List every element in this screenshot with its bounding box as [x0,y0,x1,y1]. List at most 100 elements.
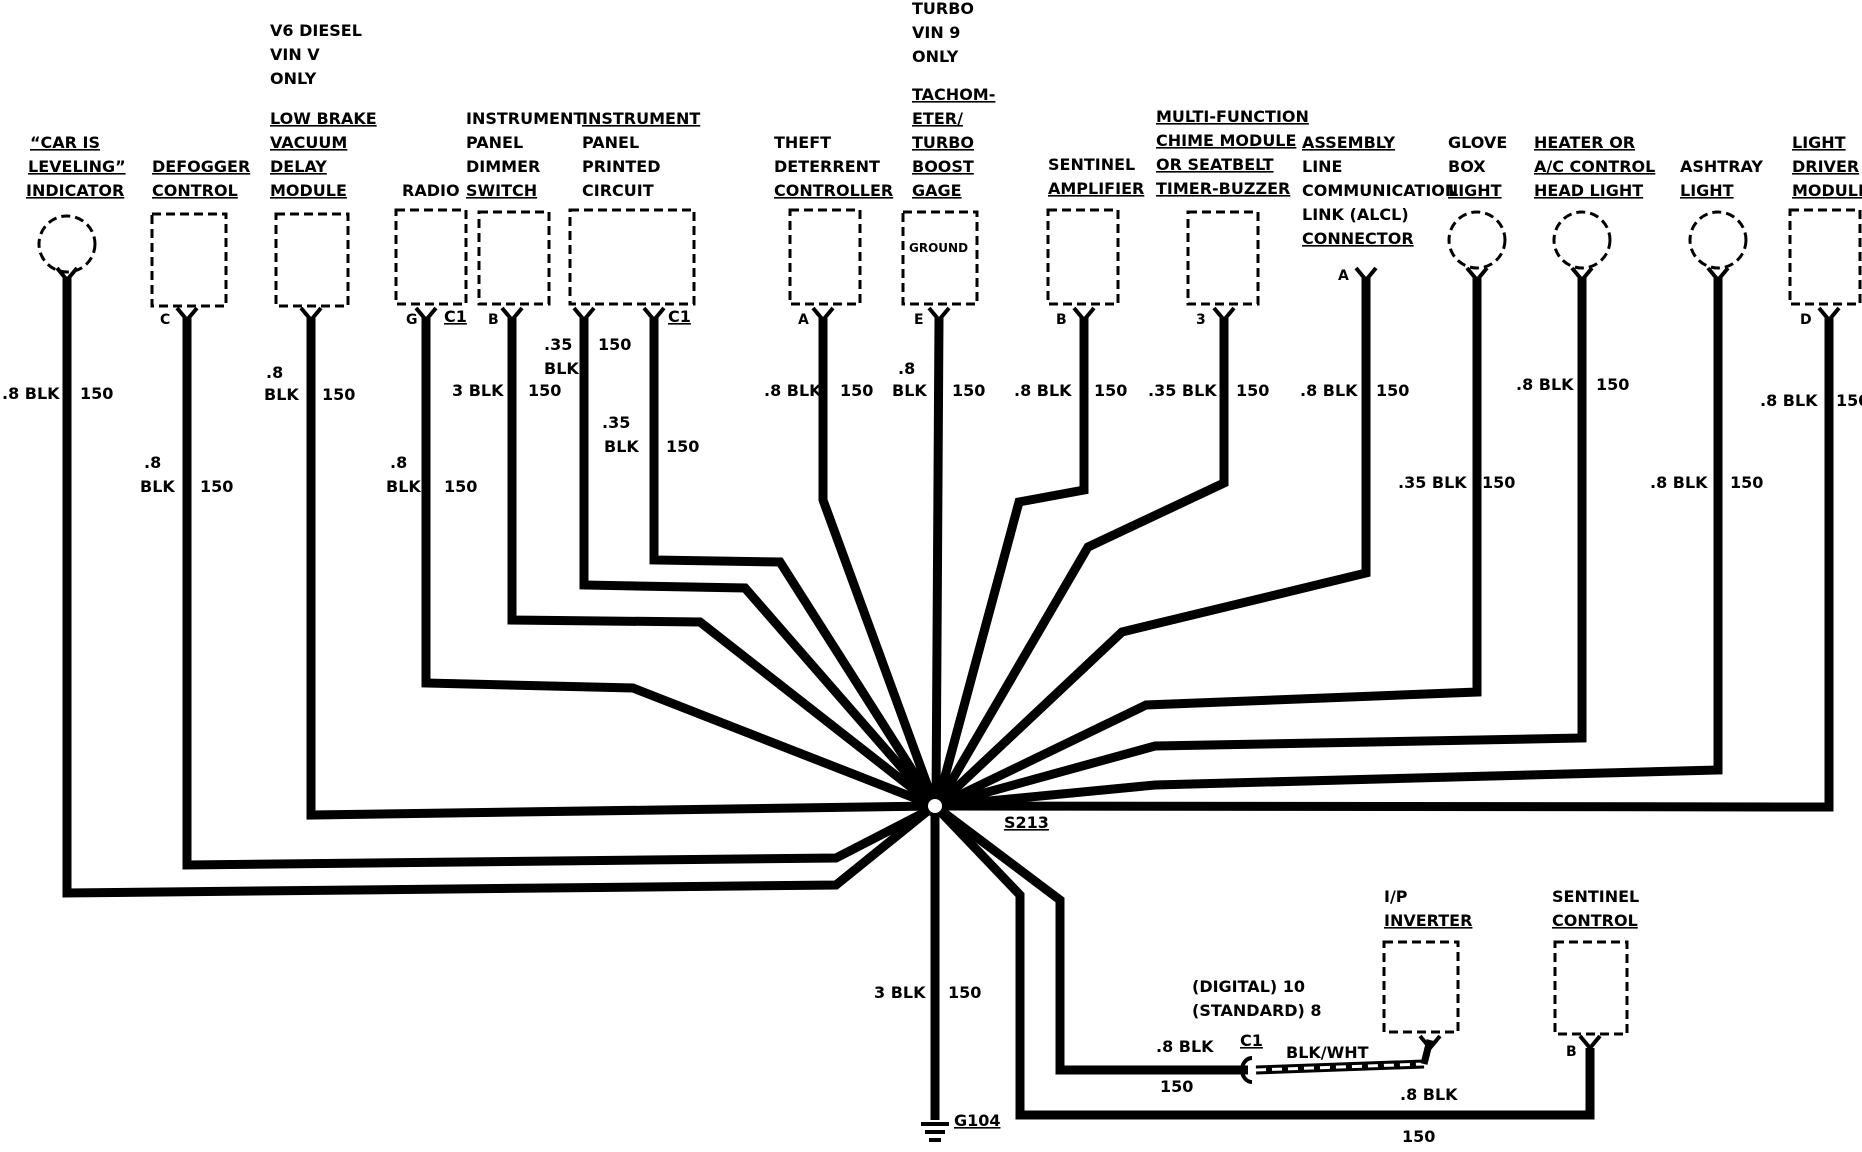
svg-text:.8: .8 [266,363,283,382]
wire-heater [935,278,1587,811]
light-driver-name: LIGHT [1792,133,1846,152]
svg-text:AMPLIFIER: AMPLIFIER [1048,179,1144,198]
car-leveling-wire-label: .8 BLK [2,384,60,403]
low-brake-module-box [274,212,350,308]
svg-text:150: 150 [1094,381,1127,400]
car-leveling-name: “CAR IS [30,133,100,152]
svg-text:ETER/: ETER/ [912,109,963,128]
svg-text:150: 150 [1596,375,1629,394]
svg-text:PANEL: PANEL [582,133,639,152]
svg-text:3: 3 [1196,312,1206,328]
wire-car-leveling [62,278,938,898]
defogger-name: DEFOGGER [152,157,250,176]
svg-text:150: 150 [1376,381,1409,400]
ashtray-name: ASHTRAY [1680,157,1763,176]
ip-inverter-name: I/P [1384,887,1408,906]
svg-text:D: D [1800,312,1812,328]
heater-head-light [1552,210,1612,270]
svg-text:150: 150 [666,437,699,456]
wire-radio [421,318,937,811]
ground-label: G104 [954,1111,1001,1130]
svg-text:OR SEATBELT: OR SEATBELT [1156,155,1274,174]
ground-wire-label: 3 BLK [874,983,926,1002]
svg-text:150: 150 [840,381,873,400]
svg-text:A/C CONTROL: A/C CONTROL [1534,157,1655,176]
radio-name: RADIO [402,181,460,200]
svg-text:C1: C1 [1240,1031,1263,1050]
wire-theft [818,318,940,808]
svg-text:.8 BLK: .8 BLK [1650,473,1708,492]
svg-text:BLK: BLK [264,385,299,404]
svg-text:BLK: BLK [140,477,175,496]
svg-text:BOX: BOX [1448,157,1486,176]
svg-text:LIGHT: LIGHT [1680,181,1734,200]
svg-text:C1: C1 [444,307,467,326]
ip-inverter-box [1382,940,1460,1034]
svg-text:CHIME MODULE: CHIME MODULE [1156,131,1296,150]
svg-text:ONLY: ONLY [270,69,317,88]
svg-text:B: B [488,312,499,328]
svg-text:MODULE: MODULE [270,181,347,200]
light-driver-module-box [1788,208,1862,306]
low-brake-name: LOW BRAKE [270,109,377,128]
splice-s213 [924,795,946,817]
wire-tach [931,317,944,807]
svg-text:DIMMER: DIMMER [466,157,540,176]
radio-box [394,208,468,306]
wire-sentinel-amp [932,318,1089,808]
alcl-name: ASSEMBLY [1302,133,1395,152]
svg-text:BOOST: BOOST [912,157,974,176]
svg-text:150: 150 [948,983,981,1002]
svg-text:150: 150 [1160,1077,1193,1096]
svg-text:BLK: BLK [544,359,579,378]
svg-text:BLK: BLK [386,477,421,496]
glove-name: GLOVE [1448,133,1507,152]
svg-text:G: G [406,312,418,328]
svg-text:DETERRENT: DETERRENT [774,157,880,176]
svg-text:150: 150 [322,385,355,404]
wire-sentinel-control [931,802,1595,1120]
svg-text:.35: .35 [544,335,572,354]
svg-text:3 BLK: 3 BLK [452,381,504,400]
wire-low-brake [306,318,936,820]
svg-text:.35 BLK: .35 BLK [1398,473,1467,492]
svg-text:150: 150 [444,477,477,496]
wire-chime [933,318,1229,809]
svg-text:.8: .8 [144,453,161,472]
svg-text:.8 BLK: .8 BLK [1400,1085,1458,1104]
svg-text:150: 150 [598,335,631,354]
svg-text:.8 BLK: .8 BLK [1516,375,1574,394]
svg-text:.8: .8 [390,453,407,472]
splice-label: S213 [1004,813,1049,832]
dimmer-switch-box [477,210,551,306]
svg-text:CIRCUIT: CIRCUIT [582,181,654,200]
svg-text:.8 BLK: .8 BLK [1760,391,1818,410]
theft-name: THEFT [774,133,831,152]
wire-dimmer [507,318,938,810]
ground-g104-symbol [921,1122,949,1142]
wire-ashtray [936,278,1723,811]
wire-light-driver [936,318,1834,812]
chime-module-box [1186,210,1260,306]
wire-glove [935,278,1482,811]
heater-name: HEATER OR [1534,133,1635,152]
svg-text:.8 BLK: .8 BLK [1300,381,1358,400]
low-brake-note: V6 DIESEL [270,21,362,40]
svg-text:DELAY: DELAY [270,157,327,176]
svg-text:COMMUNICATION: COMMUNICATION [1302,181,1458,200]
chime-name: MULTI-FUNCTION [1156,107,1309,126]
svg-text:VIN 9: VIN 9 [912,23,960,42]
svg-text:INVERTER: INVERTER [1384,911,1472,930]
svg-text:VIN V: VIN V [270,45,320,64]
svg-text:CONTROL: CONTROL [152,181,238,200]
svg-text:ONLY: ONLY [912,47,959,66]
svg-text:150: 150 [1236,381,1269,400]
svg-text:GROUND: GROUND [909,241,968,255]
defogger-control-box [150,212,228,308]
svg-text:C1: C1 [668,307,691,326]
sentinel-amplifier-box [1046,208,1120,306]
svg-text:150: 150 [952,381,985,400]
svg-text:150: 150 [1402,1127,1435,1146]
svg-text:LINK (ALCL): LINK (ALCL) [1302,205,1409,224]
ashtray-light [1688,210,1748,270]
